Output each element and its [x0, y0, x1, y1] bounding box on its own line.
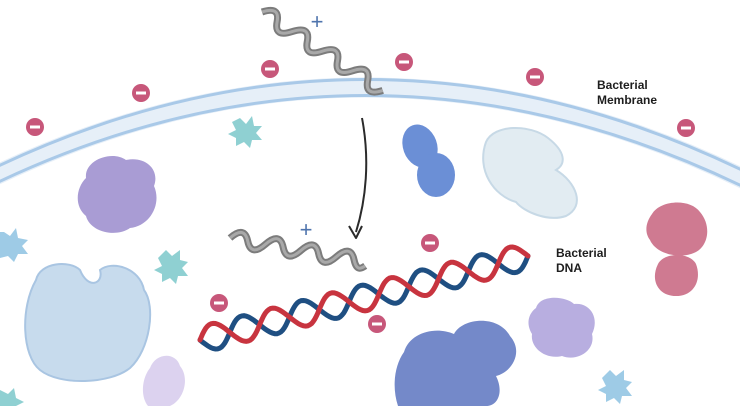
- positive-charge: +: [311, 9, 324, 34]
- down-arrow: [348, 117, 368, 239]
- negative-charge: [526, 68, 544, 86]
- negative-charge: [261, 60, 279, 78]
- membrane-label-line2: Membrane: [597, 93, 658, 107]
- dna-label-line1: Bacterial: [556, 246, 607, 260]
- negative-charges: [26, 53, 695, 333]
- peptide-top: [260, 6, 384, 96]
- protein-blob-pale-right: [482, 126, 578, 219]
- membrane-label-line1: Bacterial: [597, 78, 648, 92]
- star-particle: [0, 388, 24, 406]
- negative-charge: [395, 53, 413, 71]
- positive-charge: +: [300, 217, 313, 242]
- bacterial-dna: [197, 244, 531, 352]
- dna-strand-blue: [197, 252, 531, 352]
- protein-blob-blue-bottom: [394, 320, 517, 406]
- negative-charge: [132, 84, 150, 102]
- peptide-middle: [227, 228, 368, 272]
- star-particle: [598, 370, 632, 404]
- negative-charge: [368, 315, 386, 333]
- protein-blob-lavender-bottom: [142, 355, 185, 406]
- star-particle: [0, 228, 28, 262]
- dna-label: Bacterial DNA: [556, 246, 607, 276]
- positive-charges: + +: [300, 9, 324, 242]
- membrane-label: Bacterial Membrane: [597, 78, 657, 108]
- negative-charge: [677, 119, 695, 137]
- dna-label-line2: DNA: [556, 261, 582, 275]
- protein-pink-right: [646, 202, 708, 296]
- dna-strand-red: [197, 244, 531, 344]
- negative-charge: [26, 118, 44, 136]
- star-particles: [0, 116, 632, 406]
- cell-contents: [24, 124, 708, 406]
- protein-blob-purple-left: [77, 156, 157, 233]
- star-particle: [154, 250, 188, 284]
- protein-blue-capsule: [402, 124, 455, 197]
- negative-charge: [421, 234, 439, 252]
- protein-blob-lavender-right: [528, 297, 595, 358]
- negative-charge: [210, 294, 228, 312]
- star-particle: [228, 116, 262, 148]
- protein-blob-lightblue-bottom: [24, 263, 152, 383]
